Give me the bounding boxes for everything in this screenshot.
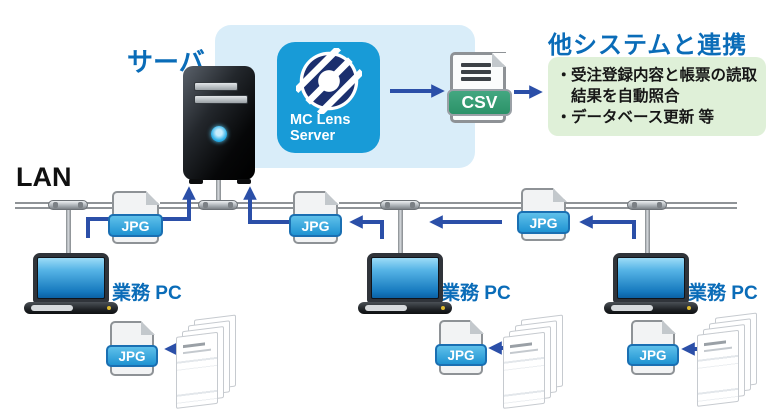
workstation-label: 業務 PC	[112, 283, 182, 304]
workstation-label: 業務 PC	[688, 283, 758, 304]
jpg-file-icon: JPG	[517, 187, 570, 241]
jpg-badge: JPG	[106, 345, 158, 367]
paper-stack-icon	[697, 312, 761, 410]
app-name-line1: MC Lens	[290, 111, 351, 128]
lan-label: LAN	[16, 162, 72, 192]
laptop-base	[24, 302, 118, 314]
bullet-marker: ・	[556, 67, 572, 84]
integration-detail-box: ・ 受注登録内容と帳票の読取結果を自動照合 ・ データベース更新 等	[548, 57, 766, 136]
server-foot	[237, 179, 251, 184]
laptop-icon	[613, 253, 689, 303]
bullet-marker: ・	[556, 108, 572, 126]
lan-connector-icon	[198, 200, 238, 210]
arrow-pc3-to-jpg3	[579, 215, 636, 239]
jpg-file-icon: JPG	[108, 190, 163, 244]
integration-title: 他システムと連携	[548, 32, 748, 59]
jpg-badge: JPG	[108, 214, 163, 237]
bullet-item: ・ データベース更新 等	[556, 108, 758, 129]
server-vent	[194, 95, 248, 104]
lan-connector-icon	[48, 200, 88, 210]
bullet-item: ・ 受注登録内容と帳票の読取結果を自動照合	[556, 66, 758, 108]
bullet-text: 受注登録内容と帳票の読取結果を自動照合	[571, 67, 758, 105]
server-tower-icon	[183, 66, 255, 180]
lan-connector-icon	[627, 200, 667, 210]
paper-stack-icon	[176, 314, 240, 411]
csv-badge: CSV	[447, 89, 512, 116]
jpg-badge: JPG	[435, 344, 487, 366]
laptop-icon	[367, 253, 443, 303]
laptop-icon	[33, 253, 109, 303]
laptop-base	[358, 302, 452, 314]
app-name-line2: Server	[290, 127, 336, 144]
server-cable	[216, 179, 221, 205]
laptop-base	[604, 302, 698, 314]
lan-connector-icon	[380, 200, 420, 210]
jpg-badge: JPG	[627, 344, 679, 366]
jpg-badge: JPG	[517, 211, 570, 234]
mc-lens-server-app-icon: MC Lens Server	[277, 42, 380, 153]
workstation-label: 業務 PC	[441, 283, 511, 304]
server-vent	[194, 82, 238, 91]
jpg-file-icon: JPG	[435, 319, 487, 375]
jpg-file-icon: JPG	[106, 320, 158, 376]
mc-lens-logo-icon	[295, 48, 362, 114]
lan-cable	[398, 208, 403, 256]
lan-cable	[645, 208, 650, 256]
jpg-file-icon: JPG	[289, 190, 342, 244]
lan-cable	[66, 208, 71, 256]
jpg-badge: JPG	[289, 214, 342, 237]
paper-stack-icon	[503, 314, 567, 411]
server-power-button-icon	[211, 126, 227, 142]
server-foot	[189, 179, 203, 184]
jpg-file-icon: JPG	[627, 319, 679, 375]
csv-file-icon: CSV	[447, 52, 512, 123]
arrow-pc2-to-jpg2	[349, 215, 384, 239]
bullet-text: データベース更新 等	[571, 108, 715, 126]
lan-line	[15, 202, 737, 209]
